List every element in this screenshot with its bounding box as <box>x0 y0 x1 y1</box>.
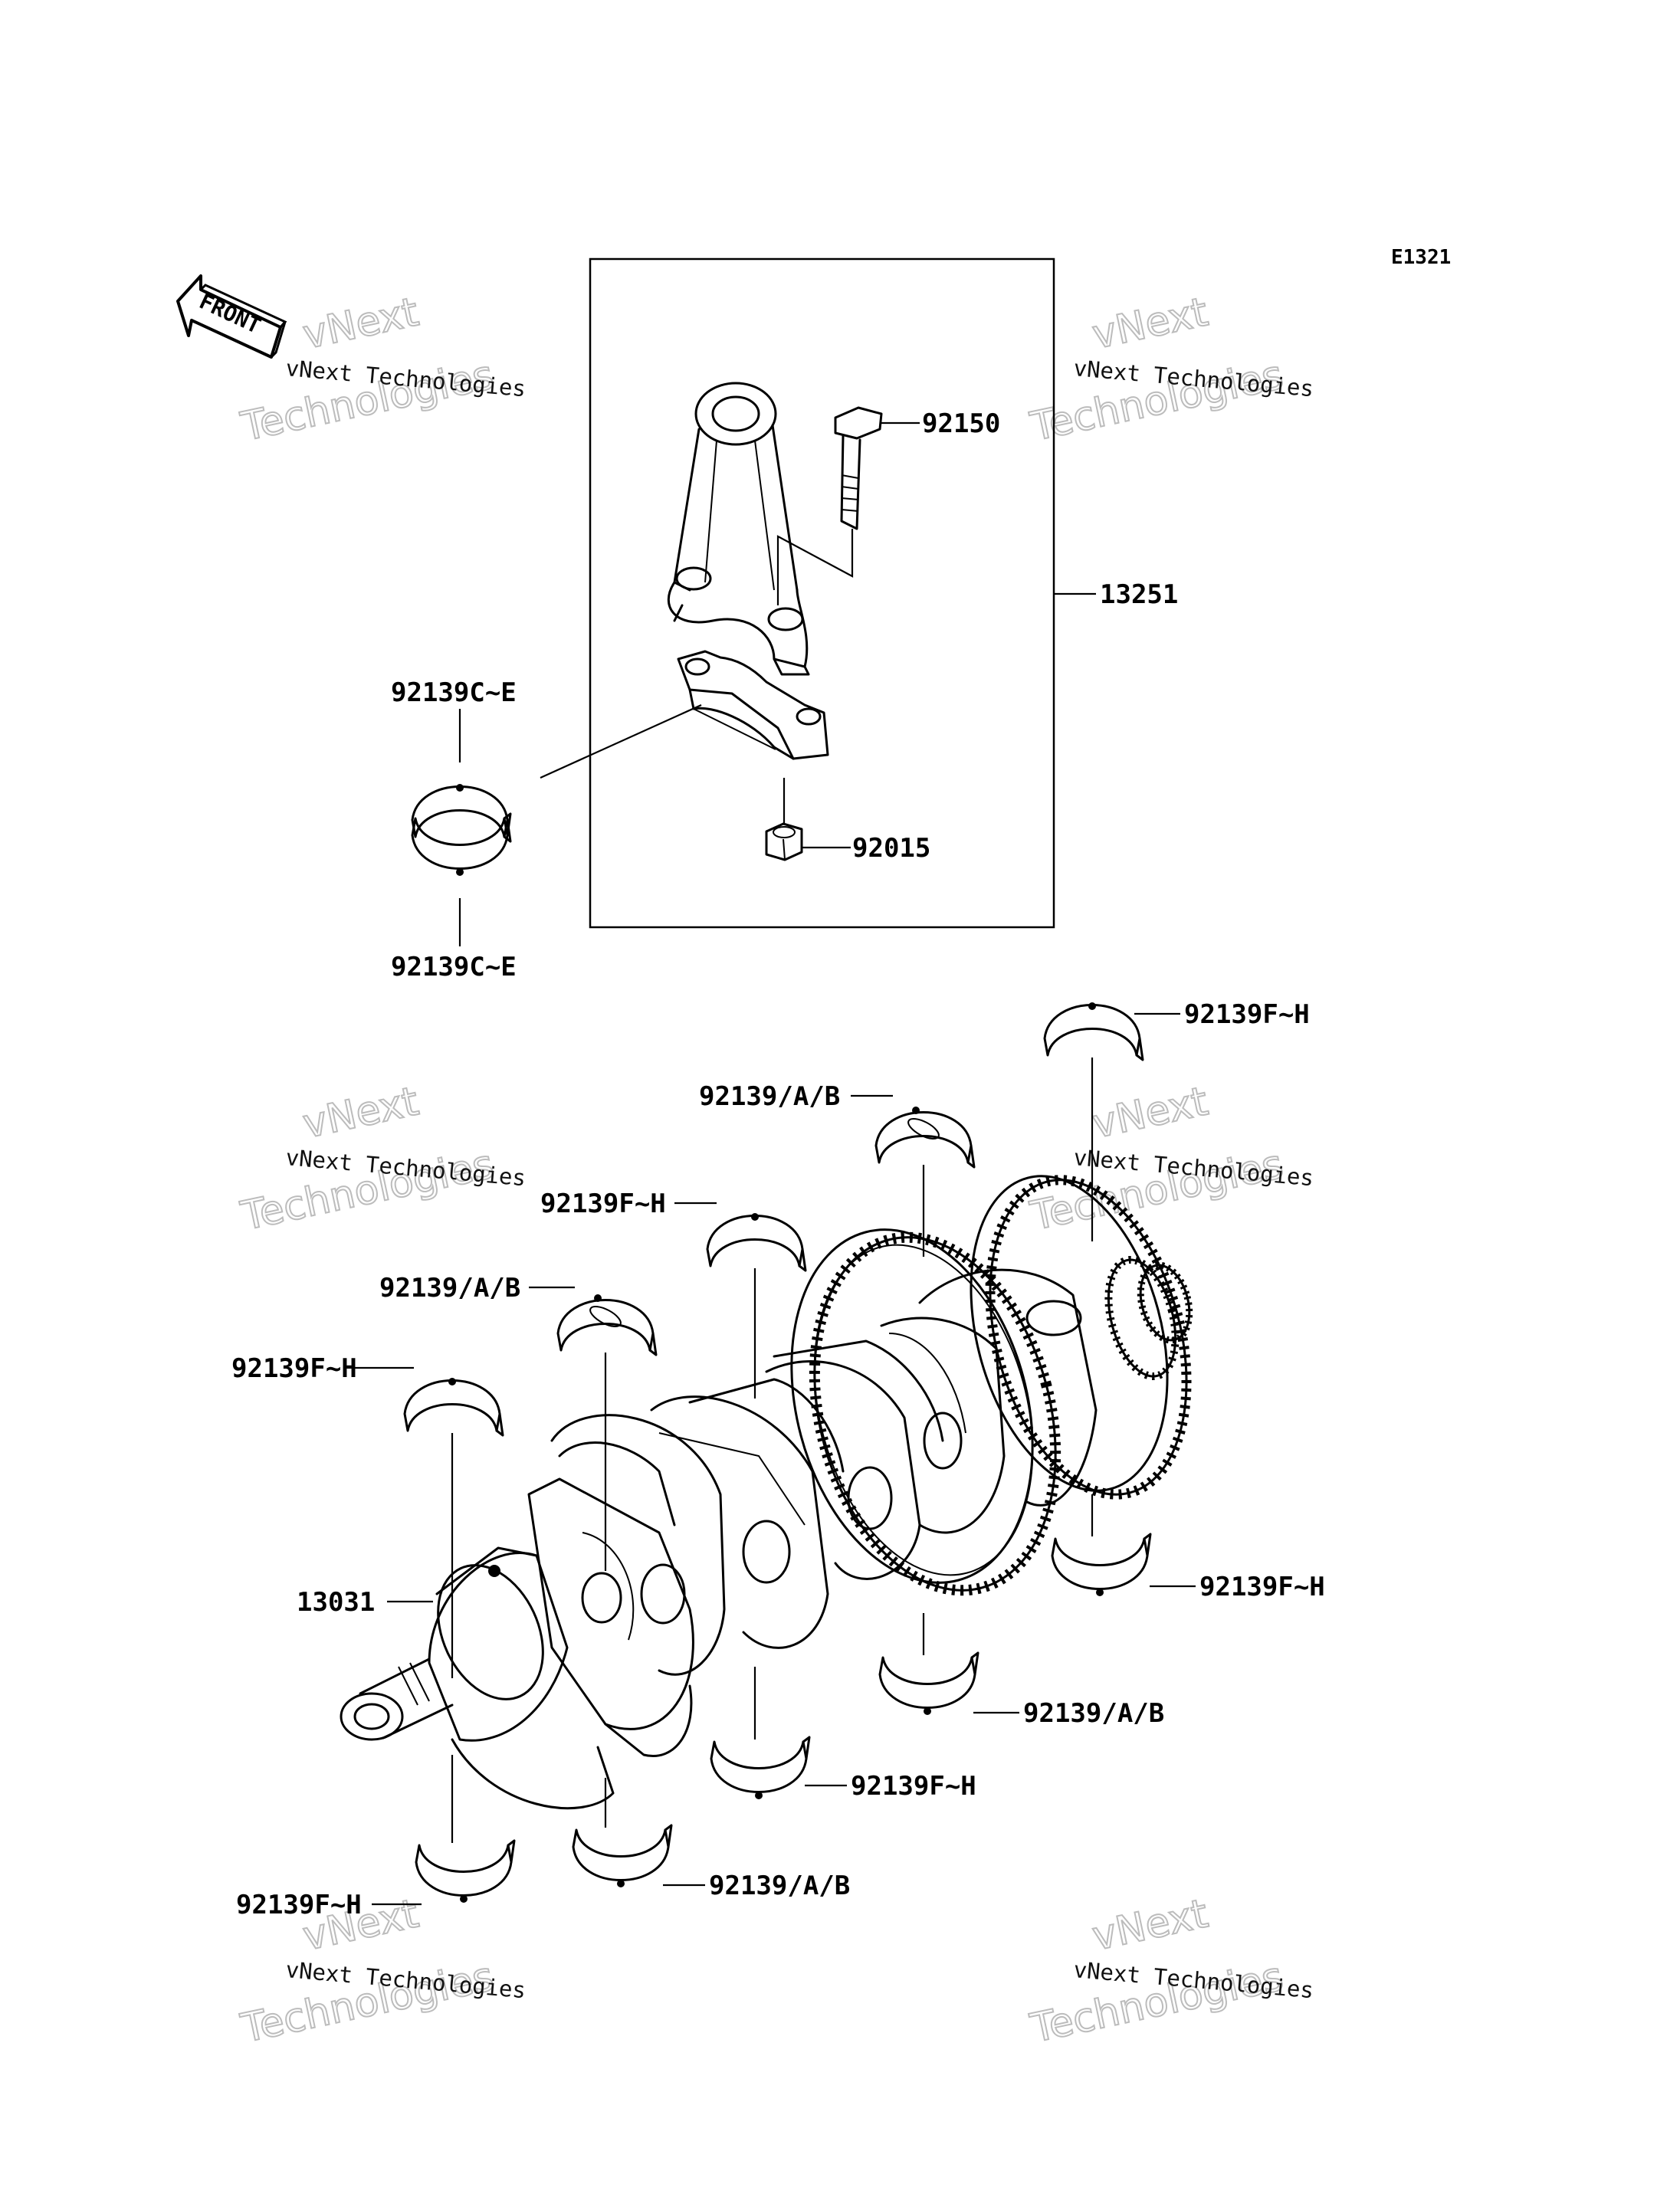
callout-main-bearing-4-upper: 92139/A/B <box>699 1081 840 1112</box>
watermark: vNext Technologies vNext Technologies <box>1025 1890 1314 2052</box>
main-bearing-4-upper[interactable] <box>874 1105 976 1169</box>
callout-main-bearing-5-lower: 92139F~H <box>1199 1572 1325 1602</box>
main-bearing-3-upper[interactable] <box>706 1212 807 1272</box>
bolt[interactable] <box>834 406 883 530</box>
bolt-alignment-line <box>776 529 854 605</box>
conrod-bearing-alignment-line <box>540 703 702 779</box>
watermark: vNext Technologies vNext Technologies <box>236 288 527 451</box>
main-bearing-3-upper-leader <box>674 1202 756 1399</box>
connecting-rod[interactable] <box>667 382 810 676</box>
callout-main-bearing-5-upper: 92139F~H <box>1184 999 1310 1030</box>
front-arrow-icon <box>176 274 287 359</box>
watermark: vNext Technologies vNext Technologies <box>1025 1077 1314 1240</box>
crankshaft[interactable] <box>340 1154 1219 1809</box>
main-bearing-2-upper[interactable] <box>556 1293 658 1356</box>
main-bearing-5-upper[interactable] <box>1043 1001 1144 1061</box>
main-bearing-5-lower[interactable] <box>1051 1533 1152 1598</box>
main-bearing-1-upper-leader <box>353 1366 454 1678</box>
callout-main-bearing-2-lower: 92139/A/B <box>709 1871 850 1901</box>
main-bearing-4-lower-leader <box>922 1613 1019 1714</box>
main-bearing-1-lower-leader <box>372 1755 454 1906</box>
conrod-assembly-box <box>589 257 1055 929</box>
svg-text:vNext: vNext <box>1088 289 1212 358</box>
watermark: vNext Technologies vNext Technologies <box>236 1077 527 1240</box>
callout-main-bearing-3-upper: 92139F~H <box>540 1189 666 1219</box>
main-bearing-1-lower[interactable] <box>415 1839 516 1904</box>
svg-text:vNext: vNext <box>1088 1890 1212 1959</box>
callout-main-bearing-3-lower: 92139F~H <box>851 1771 976 1802</box>
main-bearing-5-lower-leader <box>1091 1494 1196 1588</box>
svg-text:vNext: vNext <box>1088 1078 1212 1147</box>
main-bearing-2-upper-leader <box>529 1286 607 1571</box>
callout-bolt: 92150 <box>922 408 1000 439</box>
connecting-rod-cap[interactable] <box>677 650 829 760</box>
callout-nut: 92015 <box>852 833 930 864</box>
callout-main-bearing-1-lower: 92139F~H <box>236 1890 362 1920</box>
callout-conrod-assy: 13251 <box>1100 579 1178 610</box>
callout-main-bearing-2-upper: 92139/A/B <box>379 1273 520 1303</box>
svg-text:vNext: vNext <box>299 289 422 358</box>
main-bearing-4-upper-leader <box>851 1094 925 1257</box>
callout-main-bearing-1-upper: 92139F~H <box>231 1353 357 1384</box>
diagram-code: E1321 <box>1391 246 1451 269</box>
callout-conrod-bearing-upper: 92139C~E <box>391 677 517 708</box>
main-bearing-5-upper-leader <box>1091 1012 1180 1241</box>
svg-text:vNext: vNext <box>299 1078 422 1147</box>
callout-main-bearing-4-lower: 92139/A/B <box>1023 1698 1164 1729</box>
callout-crankshaft: 13031 <box>297 1587 375 1618</box>
watermark: vNext Technologies vNext Technologies <box>1025 288 1314 451</box>
main-bearing-2-lower[interactable] <box>572 1824 673 1889</box>
main-bearing-1-upper[interactable] <box>403 1376 504 1437</box>
main-bearing-4-lower[interactable] <box>878 1651 979 1717</box>
main-bearing-3-lower[interactable] <box>710 1736 811 1801</box>
callout-conrod-bearing-lower: 92139C~E <box>391 952 517 982</box>
main-bearing-3-lower-leader <box>753 1667 847 1787</box>
nut[interactable] <box>765 822 803 861</box>
main-bearing-2-lower-leader <box>604 1778 705 1887</box>
